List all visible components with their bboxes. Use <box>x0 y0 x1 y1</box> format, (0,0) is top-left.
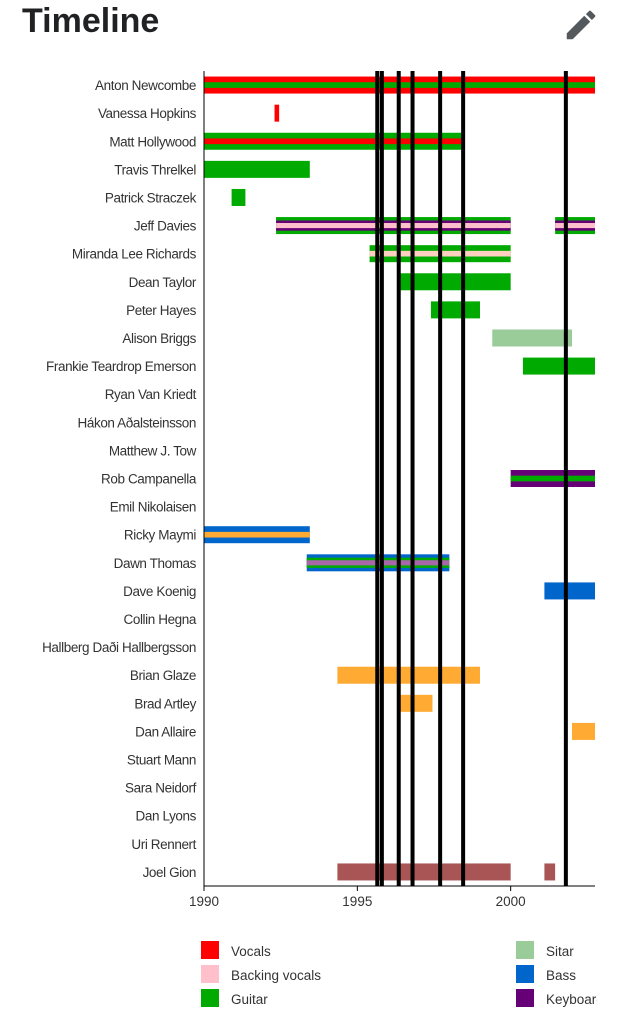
legend-swatch <box>516 965 534 983</box>
legend-label: Keyboards <box>546 992 611 1007</box>
timeline-bar <box>276 223 511 229</box>
member-label: Jeff Davies <box>134 219 197 234</box>
legend-swatch <box>516 941 534 959</box>
legend-label: Vocals <box>231 944 271 959</box>
timeline-bar <box>544 582 595 600</box>
member-label: Brad Artley <box>134 696 196 711</box>
release-line <box>563 71 568 886</box>
member-label: Dan Lyons <box>136 809 197 824</box>
timeline-bar <box>398 273 511 291</box>
member-label: Vanessa Hopkins <box>98 106 197 121</box>
release-line <box>410 71 415 886</box>
release-line <box>375 71 380 886</box>
release-line <box>438 71 443 886</box>
member-label: Patrick Straczek <box>105 190 197 205</box>
x-tick-label: 2000 <box>496 894 526 909</box>
member-label: Brian Glaze <box>130 668 196 683</box>
timeline-bar <box>522 357 595 375</box>
legend-swatch <box>201 965 219 983</box>
legend-swatch <box>201 941 219 959</box>
timeline-bar <box>430 301 480 319</box>
member-label: Alison Briggs <box>122 331 196 346</box>
member-label: Dan Allaire <box>135 724 196 739</box>
release-line <box>461 71 466 886</box>
timeline-bar <box>274 104 280 122</box>
timeline-bar <box>231 188 246 206</box>
member-label: Frankie Teardrop Emerson <box>46 359 196 374</box>
x-tick-label: 1990 <box>189 894 219 909</box>
release-line <box>379 71 384 886</box>
member-label: Matt Hollywood <box>109 134 196 149</box>
member-label: Emil Nikolaisen <box>110 500 196 515</box>
legend-label: Bass <box>546 968 576 983</box>
member-label: Hallberg Daði Hallbergsson <box>42 640 196 655</box>
timeline-bar <box>204 160 310 178</box>
member-label: Ryan Van Kriedt <box>105 387 197 402</box>
member-label: Sara Neidorf <box>125 781 197 796</box>
timeline-bar <box>337 863 511 881</box>
member-label: Uri Rennert <box>131 837 196 852</box>
member-label: Collin Hegna <box>124 612 197 627</box>
legend-label: Sitar <box>546 944 574 959</box>
member-label: Ricky Maymi <box>124 528 196 543</box>
legend-swatch <box>516 989 534 1007</box>
pencil-icon[interactable] <box>562 6 600 44</box>
page-title: Timeline <box>22 2 160 40</box>
member-label: Miranda Lee Richards <box>72 247 197 262</box>
member-label: Matthew J. Tow <box>109 443 197 458</box>
timeline-bar <box>398 694 433 712</box>
x-tick-label: 1995 <box>342 894 372 909</box>
timeline-bar <box>204 531 310 538</box>
member-label: Stuart Mann <box>127 753 196 768</box>
member-label: Joel Gion <box>143 865 196 880</box>
member-label: Peter Hayes <box>126 303 197 318</box>
legend-label: Guitar <box>231 992 268 1007</box>
member-label: Travis Threlkel <box>114 162 196 177</box>
member-label: Rob Campanella <box>101 472 197 487</box>
member-label: Dean Taylor <box>129 275 197 290</box>
legend-swatch <box>201 989 219 1007</box>
timeline-bar <box>510 475 595 482</box>
member-label: Hákon Aðalsteinsson <box>78 415 196 430</box>
release-line <box>396 71 401 886</box>
timeline-bar <box>555 223 595 229</box>
member-label: Dawn Thomas <box>114 556 197 571</box>
timeline-bar <box>337 666 480 684</box>
member-label: Anton Newcombe <box>95 78 196 93</box>
legend-label: Backing vocals <box>231 968 321 983</box>
timeline-bar <box>492 329 572 347</box>
timeline-bar <box>204 138 465 145</box>
member-label: Dave Koenig <box>123 584 196 599</box>
timeline-bar <box>572 722 595 740</box>
timeline-bar <box>544 863 556 881</box>
